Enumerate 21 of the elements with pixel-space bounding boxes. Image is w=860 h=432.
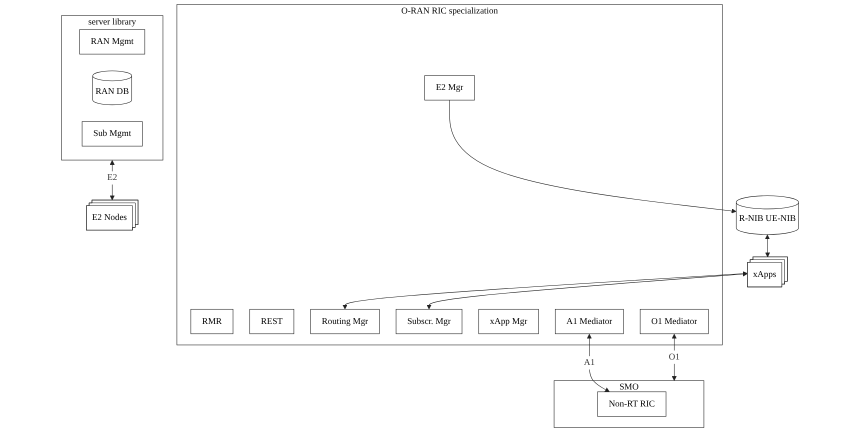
- node-box: xApp Mgr: [478, 308, 539, 334]
- edge-label: A1: [584, 358, 595, 368]
- node-box: O1 Mediator: [640, 308, 709, 334]
- arrow: [426, 272, 748, 310]
- arrow: [110, 160, 115, 200]
- node-box: A1 Mediator: [554, 308, 624, 334]
- node-box: Subscr. Mgr: [396, 308, 462, 334]
- edge-label: O1: [668, 352, 680, 362]
- arrow: [672, 334, 677, 381]
- edge-label: E2: [107, 172, 118, 182]
- node-box: Routing Mgr: [310, 308, 380, 334]
- node-box: Sub Mgmt: [82, 121, 143, 146]
- node-box: Non-RT RIC: [597, 392, 666, 417]
- arrow: [342, 271, 748, 310]
- arrow: [764, 234, 770, 258]
- node-box: RAN Mgmt: [79, 29, 146, 54]
- arrow: [449, 100, 736, 214]
- node-box: REST: [249, 308, 294, 334]
- node-box: RMR: [190, 308, 234, 334]
- arrow: [586, 334, 610, 392]
- node-box: E2 Mgr: [424, 75, 475, 100]
